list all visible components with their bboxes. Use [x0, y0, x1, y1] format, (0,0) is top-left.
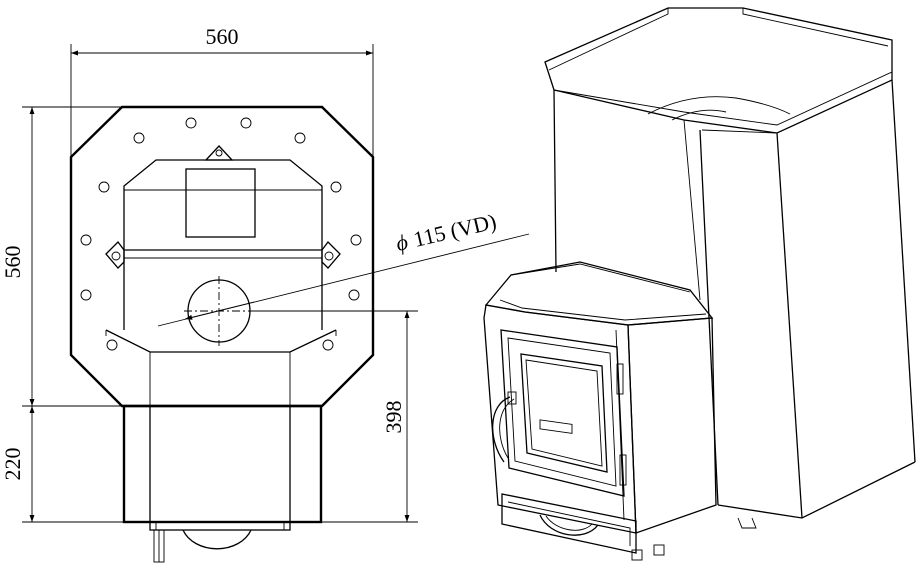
- ash-drawer-handle: [539, 514, 599, 536]
- dim-height-left: 560: [0, 246, 25, 279]
- dim-height-right: 398: [381, 401, 406, 434]
- ash-handle: [182, 529, 252, 550]
- firebox-top: [484, 261, 714, 326]
- dim-height-lower-left: 220: [0, 448, 25, 481]
- isometric-view: [483, 7, 916, 561]
- top-window: [185, 168, 256, 238]
- mounting-hole: [106, 339, 118, 351]
- mounting-hole: [330, 181, 342, 193]
- firebox-lower: [122, 404, 323, 563]
- heater-body: [105, 145, 341, 406]
- mounting-hole: [80, 234, 92, 246]
- mounting-hole: [348, 289, 360, 301]
- tank-bottom-edge: [717, 461, 916, 519]
- mounting-hole: [98, 181, 110, 193]
- mounting-hole: [80, 289, 92, 301]
- firebox-door: [500, 329, 625, 497]
- iso-firebox: [483, 261, 717, 561]
- door-handle: [492, 396, 511, 463]
- top-bracket: [204, 145, 234, 161]
- tank-top-rim: [544, 7, 893, 134]
- ash-drawer: [501, 493, 637, 554]
- dimension-labels: 560 560 220 398 ϕ 115 (VD): [0, 24, 499, 481]
- side-bracket-right: [321, 241, 341, 269]
- mounting-hole: [322, 339, 334, 351]
- door-hinge: [616, 363, 624, 395]
- side-bracket-left: [105, 241, 125, 269]
- mounting-hole: [240, 117, 252, 129]
- mounting-hole: [133, 132, 145, 144]
- mounting-hole: [294, 132, 306, 144]
- mounting-holes: [80, 117, 362, 351]
- dim-width-top: 560: [206, 24, 239, 49]
- mounting-hole: [350, 234, 362, 246]
- door-glass: [520, 353, 608, 473]
- dimension-lines: [22, 44, 530, 523]
- front-view: [69, 105, 375, 563]
- door-hinge: [619, 454, 627, 486]
- mounting-hole: [185, 117, 197, 129]
- diameter-symbol: ϕ: [394, 229, 411, 256]
- dim-flue-diameter: 115 (VD): [411, 209, 499, 252]
